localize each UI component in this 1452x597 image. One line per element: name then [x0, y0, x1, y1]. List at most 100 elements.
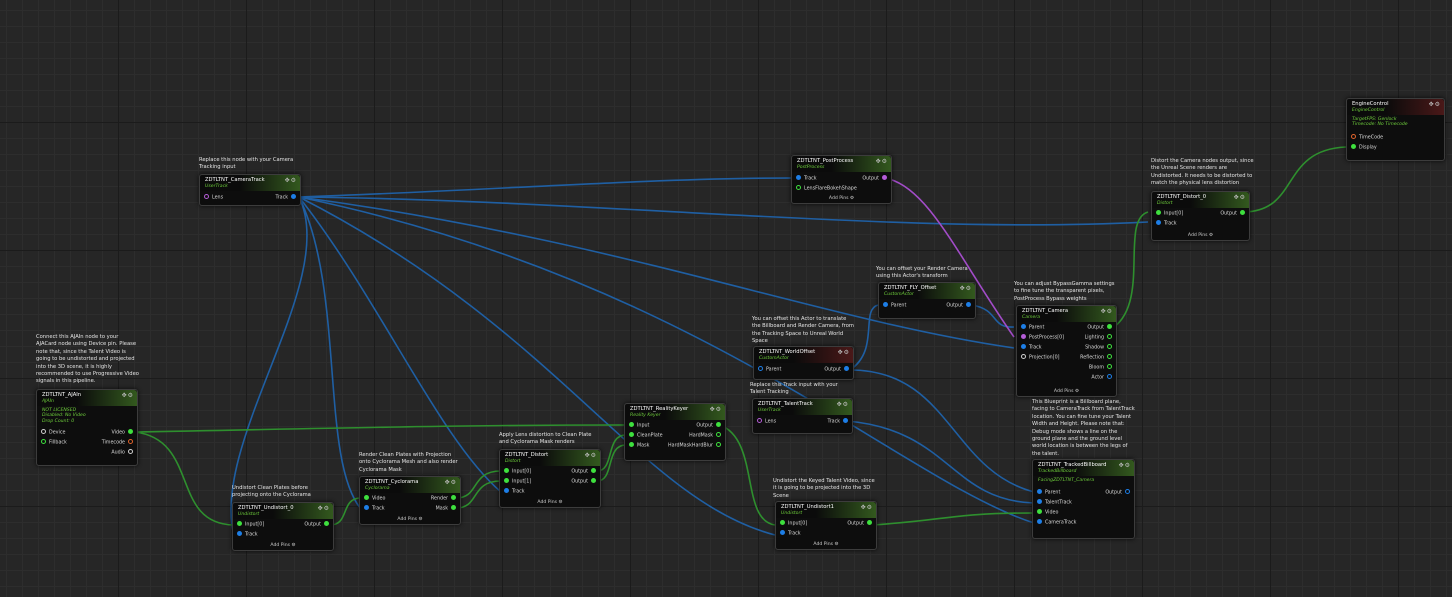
pin-hardmask[interactable]: HardMask	[689, 432, 721, 440]
gear-icon[interactable]: ⚙	[842, 401, 849, 408]
pin-hardmask-hardblur[interactable]: HardMaskHardBlur	[668, 442, 721, 450]
move-icon[interactable]: ✥	[1233, 194, 1240, 201]
pin-parent[interactable]: Parent	[1021, 324, 1044, 332]
move-icon[interactable]: ✥	[709, 406, 716, 413]
move-icon[interactable]: ✥	[837, 349, 844, 356]
pin-camera-track[interactable]: CameraTrack	[1037, 519, 1076, 527]
pin-actor[interactable]: Actor	[1091, 374, 1112, 382]
move-icon[interactable]: ✥	[1100, 308, 1107, 315]
gear-icon[interactable]: ⚙	[866, 504, 873, 511]
pin-track-in[interactable]: Track	[780, 530, 801, 538]
gear-icon[interactable]: ⚙	[715, 406, 722, 413]
pin-output1[interactable]: Output	[571, 478, 596, 486]
move-icon[interactable]: ✥	[317, 505, 324, 512]
pin-output[interactable]: Output	[824, 366, 849, 374]
pin-video[interactable]: Video	[112, 429, 133, 437]
gear-icon[interactable]: ⚙	[127, 392, 134, 399]
pin-lens-flare[interactable]: LensFlareBokehShape	[796, 185, 857, 193]
pin-output[interactable]: Output	[847, 520, 872, 528]
pin-fillback[interactable]: Fillback	[41, 439, 67, 447]
pin-display[interactable]: Display	[1351, 144, 1377, 152]
pin-mask[interactable]: Mask	[436, 505, 456, 513]
gear-icon[interactable]: ⚙	[843, 349, 850, 356]
pin-track-in[interactable]: Track	[237, 531, 258, 539]
move-icon[interactable]: ✥	[1118, 462, 1125, 469]
pin-track-out[interactable]: Track	[275, 194, 296, 202]
pin-parent[interactable]: Parent	[883, 302, 906, 310]
pin-track-in[interactable]: Track	[364, 505, 385, 513]
pin-shadow[interactable]: Shadow	[1085, 344, 1112, 352]
gear-icon[interactable]: ⚙	[450, 479, 457, 486]
pin-track-in[interactable]: Track	[1156, 220, 1177, 228]
pin-input1[interactable]: Input[1]	[504, 478, 531, 486]
pin-audio[interactable]: Audio	[111, 449, 133, 457]
pin-video[interactable]: Video	[1037, 509, 1058, 517]
pin-input0[interactable]: Input[0]	[1156, 210, 1183, 218]
pin-output[interactable]: Output	[304, 521, 329, 529]
add-pins-button[interactable]: Add Pins ⚙	[397, 517, 423, 522]
move-icon[interactable]: ✥	[584, 452, 591, 459]
move-icon[interactable]: ✥	[284, 177, 291, 184]
pin-output0[interactable]: Output	[571, 468, 596, 476]
pin-talent-track[interactable]: TalentTrack	[1037, 499, 1072, 507]
gear-icon[interactable]: ⚙	[965, 285, 972, 292]
add-pins-button[interactable]: Add Pins ⚙	[813, 542, 839, 547]
add-pins-button[interactable]: Add Pins ⚙	[1053, 389, 1080, 394]
pin-input[interactable]: Input	[629, 422, 649, 430]
gear-icon[interactable]: ⚙	[290, 177, 297, 184]
pin-track-in[interactable]: Track	[1021, 344, 1042, 352]
pin-projection0[interactable]: Projection[0]	[1021, 354, 1060, 362]
pin-postprocess0[interactable]: PostProcess[0]	[1021, 334, 1064, 342]
gear-icon[interactable]: ⚙	[881, 158, 888, 165]
pin-track-in[interactable]: Track	[504, 488, 525, 496]
move-icon[interactable]: ✥	[1428, 101, 1435, 108]
pin-video[interactable]: Video	[364, 495, 385, 503]
pin-output[interactable]: Output	[1220, 210, 1245, 218]
pin-parent[interactable]: Parent	[1037, 489, 1060, 497]
pin-timecode[interactable]: Timecode	[102, 439, 133, 447]
gear-icon[interactable]: ⚙	[1106, 308, 1113, 315]
pin-cleanplate[interactable]: CleanPlate	[629, 432, 663, 440]
gear-icon[interactable]: ⚙	[1434, 101, 1441, 108]
pin-output[interactable]: Output	[1105, 489, 1130, 497]
pin-input0[interactable]: Input[0]	[237, 521, 264, 529]
gear-icon[interactable]: ⚙	[323, 505, 330, 512]
pin-track-out[interactable]: Track	[827, 418, 848, 426]
move-icon[interactable]: ✥	[836, 401, 843, 408]
move-icon[interactable]: ✥	[959, 285, 966, 292]
pin-reflection[interactable]: Reflection	[1080, 354, 1112, 362]
pin-parent[interactable]: Parent	[758, 366, 781, 374]
pin-output[interactable]: Output	[946, 302, 971, 310]
pin-input0[interactable]: Input[0]	[504, 468, 531, 476]
pin-timecode[interactable]: TimeCode	[1351, 134, 1383, 142]
add-pins-button[interactable]: Add Pins ⚙	[270, 543, 296, 548]
add-pins-button[interactable]: Add Pins ⚙	[1187, 233, 1214, 238]
add-pins-button[interactable]: Add Pins ⚙	[537, 500, 563, 505]
move-icon[interactable]: ✥	[860, 504, 867, 511]
pin-output[interactable]: Output	[696, 422, 721, 430]
pin-lighting[interactable]: Lighting	[1085, 334, 1112, 342]
pin-bloom[interactable]: Bloom	[1089, 364, 1112, 372]
pin-mask[interactable]: Mask	[629, 442, 649, 450]
add-pins-button[interactable]: Add Pins ⚙	[828, 196, 855, 201]
pin-input0[interactable]: Input[0]	[780, 520, 807, 528]
pin-lens[interactable]: Lens	[757, 418, 776, 426]
gear-icon[interactable]: ⚙	[1239, 194, 1246, 201]
move-icon[interactable]: ✥	[121, 392, 128, 399]
gear-icon[interactable]: ⚙	[590, 452, 597, 459]
move-icon[interactable]: ✥	[875, 158, 882, 165]
